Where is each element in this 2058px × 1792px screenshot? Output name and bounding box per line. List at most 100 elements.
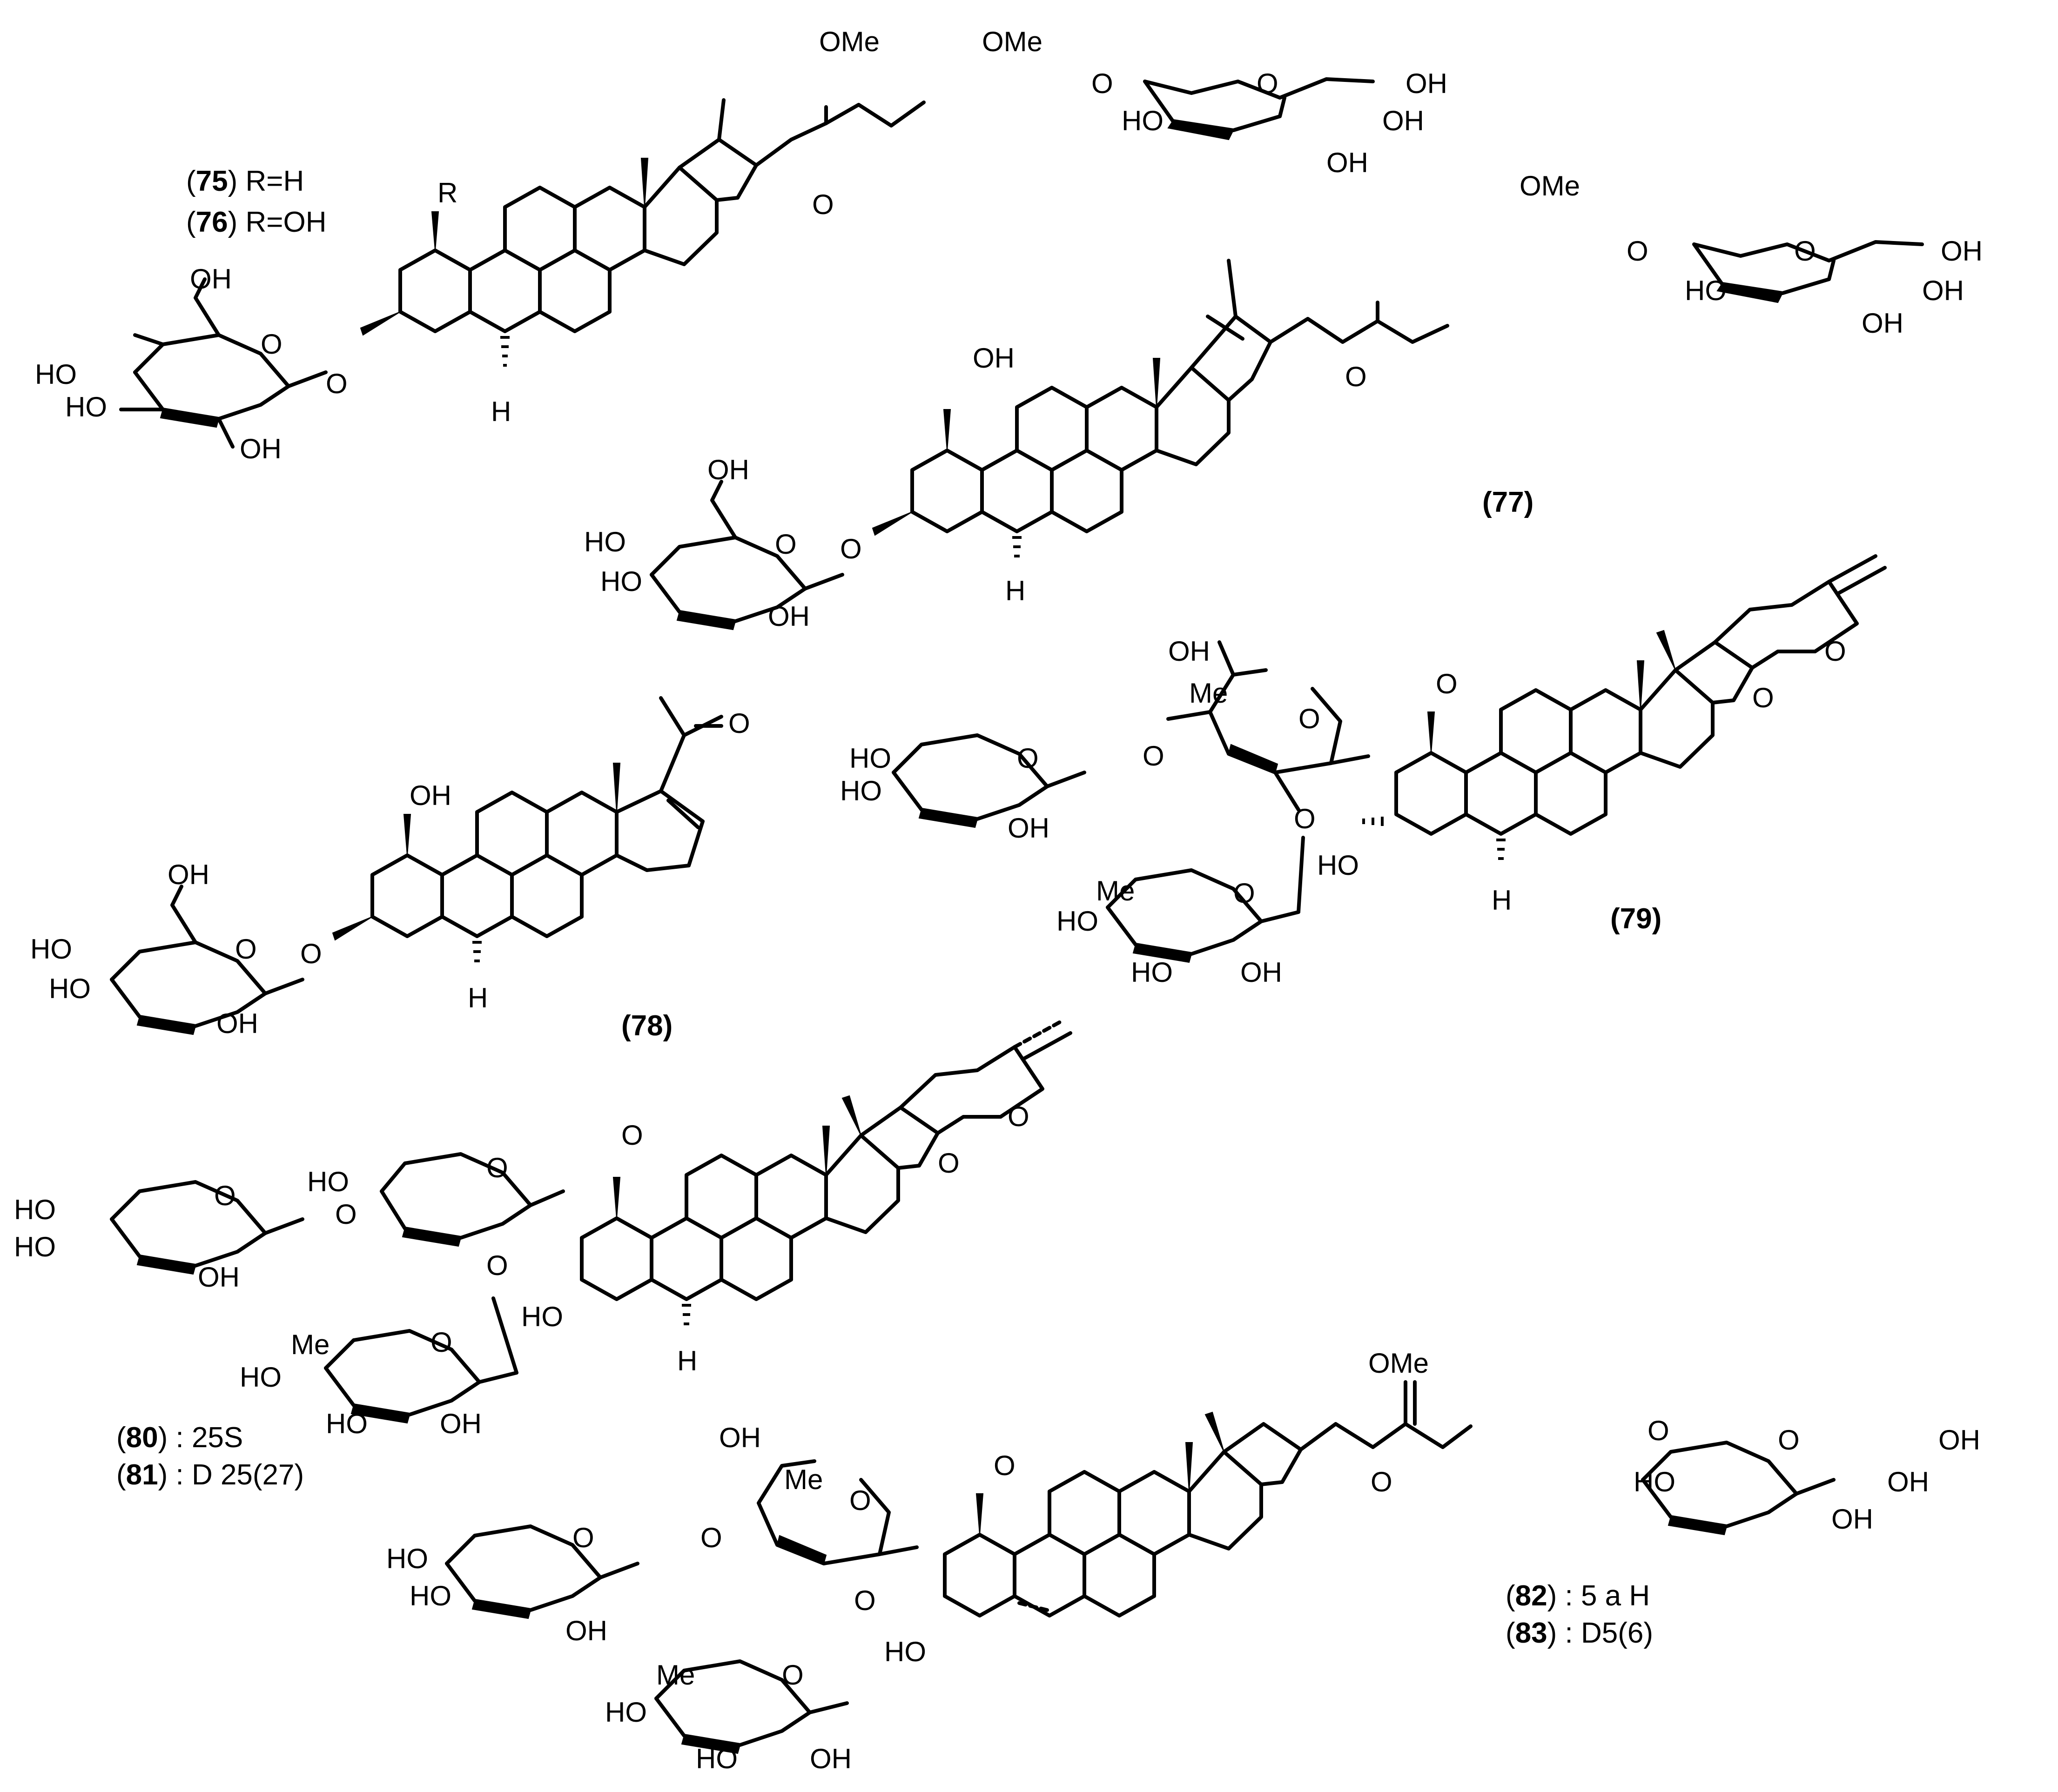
hydroxyl-label: HO [410, 1580, 451, 1611]
oxygen-label: O [1371, 1466, 1392, 1497]
hydroxyl-label: OH [1941, 235, 1983, 267]
compound-80-caption: (80) : 25S [116, 1422, 243, 1454]
hydroxyl-label: HO [386, 1543, 428, 1574]
hydroxyl-label: HO [884, 1636, 926, 1667]
oxygen-label: O [849, 1485, 871, 1516]
hydroxyl-label: OH [1382, 105, 1424, 136]
hydroxyl-label: OH [410, 780, 451, 811]
hydroxyl-label: HO [1131, 957, 1173, 988]
hydroxyl-label: HO [14, 1231, 56, 1262]
hydroxyl-label: HO [65, 391, 107, 423]
compound-79-number: (79) [1610, 903, 1661, 935]
hydroxyl-label: HO [35, 359, 77, 390]
ome-label: OMe [819, 26, 880, 57]
methyl-label: Me [291, 1329, 330, 1360]
oxygen-label: O [1436, 668, 1458, 699]
hydroxyl-label: HO [696, 1743, 738, 1774]
oxygen-label: O [854, 1585, 876, 1616]
oxygen-label: O [1257, 68, 1278, 99]
hydroxyl-label: OH [1326, 147, 1368, 178]
compound-80-81 [110, 1020, 1072, 1424]
hydroxyl-label: HO [1685, 275, 1727, 306]
oxygen-label: O [1345, 361, 1367, 392]
compound-82-caption: (82) : 5 a H [1506, 1580, 1650, 1612]
hydroxyl-label: HO [1122, 105, 1164, 136]
hydroxyl-label: HO [584, 526, 626, 557]
oxygen-label: O [728, 708, 750, 739]
oxygen-label: O [1017, 743, 1039, 774]
oxygen-label: O [840, 533, 862, 564]
hydroxyl-label: HO [1056, 906, 1098, 937]
oxygen-label: O [335, 1199, 357, 1230]
hydroxyl-label: HO [307, 1166, 349, 1197]
compound-75-76 [119, 77, 1375, 449]
compound-79 [892, 554, 1887, 963]
compound-77-number: (77) [1482, 486, 1533, 518]
oxygen-label: O [572, 1522, 594, 1553]
hydroxyl-label: HO [605, 1697, 647, 1728]
oxygen-label: O [782, 1659, 804, 1691]
hydroxyl-label: HO [14, 1194, 56, 1225]
hydroxyl-label: HO [521, 1301, 563, 1332]
oxygen-label: O [938, 1148, 960, 1179]
oxygen-label: O [486, 1152, 508, 1183]
oxygen-label: O [1091, 68, 1113, 99]
compound-82-83 [445, 1380, 1836, 1754]
hydroxyl-label: HO [1317, 850, 1359, 881]
r-substituent-label: R [437, 177, 457, 208]
hydroxyl-label: HO [1634, 1466, 1675, 1497]
hydrogen-label: H [677, 1345, 697, 1376]
hydrogen-label: H [491, 396, 511, 427]
ome-label: OMe [982, 26, 1042, 57]
oxygen-label: O [1143, 740, 1164, 772]
hydroxyl-label: OH [1938, 1424, 1980, 1456]
oxygen-label: O [214, 1180, 236, 1211]
methyl-label: Me [784, 1464, 823, 1495]
ome-label: OMe [1520, 170, 1580, 201]
hydroxyl-label: HO [326, 1408, 368, 1439]
methyl-label: Me [1189, 678, 1228, 709]
hydroxyl-label: OH [1922, 275, 1964, 306]
oxygen-label: O [994, 1450, 1016, 1481]
compound-81-caption: (81) : D 25(27) [116, 1459, 304, 1491]
hydroxyl-label: OH [216, 1008, 258, 1039]
oxygen-label: O [261, 329, 282, 360]
compound-78-number: (78) [621, 1010, 673, 1042]
hydroxyl-label: HO [240, 1362, 282, 1393]
hydroxyl-label: OH [973, 342, 1015, 374]
hydroxyl-label: OH [1240, 957, 1282, 988]
oxygen-label: O [1778, 1424, 1800, 1456]
hydroxyl-label: OH [810, 1743, 852, 1774]
hydroxyl-label: OH [1168, 636, 1210, 667]
hydroxyl-label: OH [1406, 68, 1447, 99]
oxygen-label: O [1648, 1415, 1669, 1446]
oxygen-label: O [1627, 235, 1648, 267]
oxygen-label: O [430, 1327, 452, 1358]
compound-77 [650, 240, 1924, 631]
hydrogen-label: H [468, 982, 488, 1013]
hydroxyl-label: OH [565, 1615, 607, 1646]
hydroxyl-label: OH [1008, 812, 1049, 844]
hydroxyl-label: HO [49, 973, 91, 1004]
compound-83-caption: (83) : D5(6) [1506, 1617, 1653, 1649]
hydroxyl-label: OH [707, 454, 749, 485]
oxygen-label: O [486, 1250, 508, 1281]
hydroxyl-label: OH [440, 1408, 482, 1439]
oxygen-label: O [1794, 235, 1816, 267]
hydrogen-label: H [1005, 575, 1025, 606]
compound-76-caption: (76) R=OH [186, 206, 326, 238]
oxygen-label: O [1233, 878, 1255, 909]
hydroxyl-label: OH [1887, 1466, 1929, 1497]
hydroxyl-label: OH [768, 601, 810, 632]
hydroxyl-label: OH [240, 433, 282, 464]
compound-75-caption: (75) R=H [186, 165, 304, 197]
oxygen-label: O [1298, 703, 1320, 734]
hydroxyl-label: HO [30, 933, 72, 965]
methyl-label: Me [1096, 875, 1135, 906]
hydroxyl-label: OH [719, 1422, 761, 1453]
hydroxyl-label: HO [600, 566, 642, 597]
hydrogen-label: H [1492, 885, 1512, 916]
hydroxyl-label: OH [168, 859, 209, 890]
